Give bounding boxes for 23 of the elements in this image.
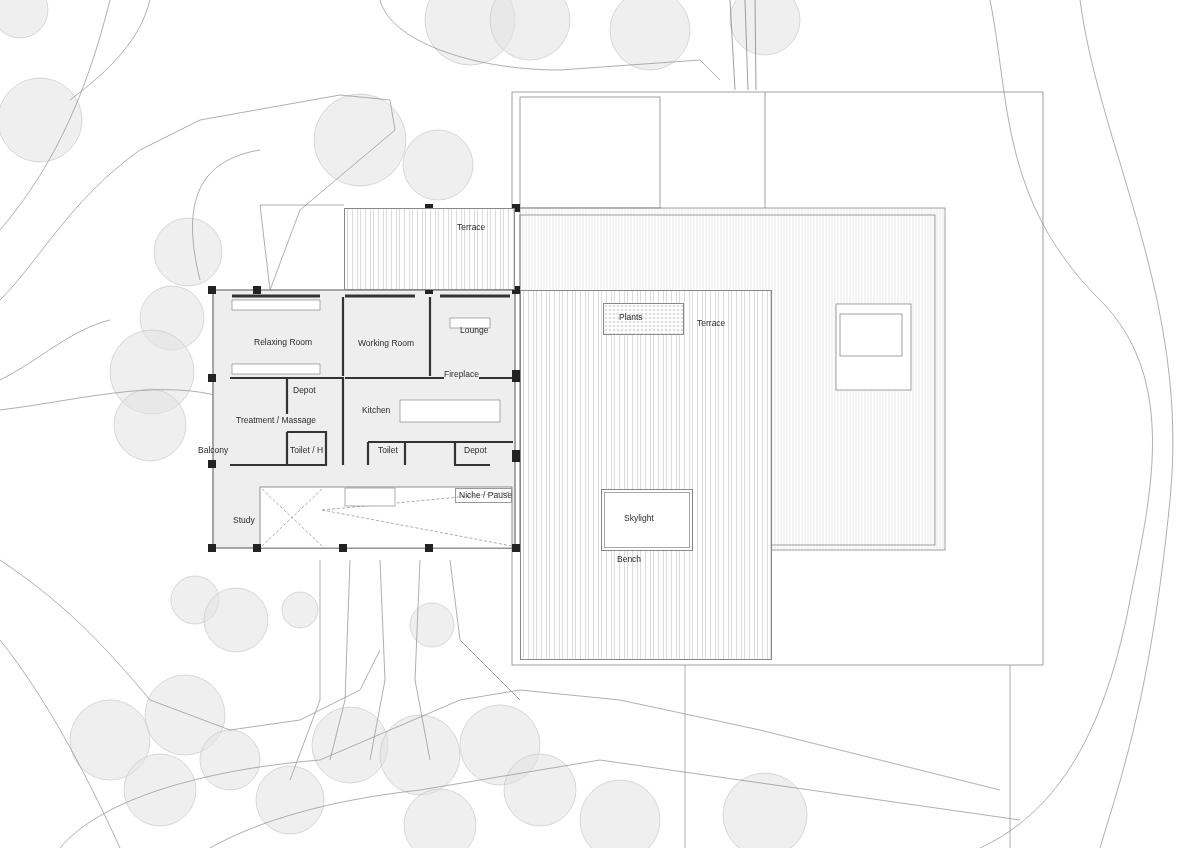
room-label: Toilet / H	[290, 446, 324, 456]
plan-label: Fireplace	[444, 370, 479, 380]
room-label: Lounge	[460, 326, 489, 336]
area-label: Terrace	[697, 319, 726, 329]
area-label: Skylight	[624, 514, 654, 524]
terrace-deck	[520, 290, 772, 660]
room-label: Working Room	[358, 339, 415, 349]
area-label: Terrace	[457, 223, 486, 233]
area-label: Plants	[619, 313, 643, 323]
niche-area	[455, 488, 512, 503]
area-label: Bench	[617, 555, 642, 565]
room-label: Niche / Pause	[459, 491, 512, 501]
room-label: Balcony	[198, 446, 229, 456]
room-label: Depot	[464, 446, 487, 456]
room-label: Treatment / Massage	[236, 416, 316, 426]
room-label: Depot	[293, 386, 316, 396]
room-label: Study	[233, 516, 255, 526]
room-label: Toilet	[378, 446, 398, 456]
room-label: Relaxing Room	[254, 338, 313, 348]
terrace-deck	[344, 208, 515, 290]
planter-box	[603, 303, 684, 335]
room-label: Kitchen	[362, 406, 391, 416]
skylight-box	[601, 489, 693, 551]
